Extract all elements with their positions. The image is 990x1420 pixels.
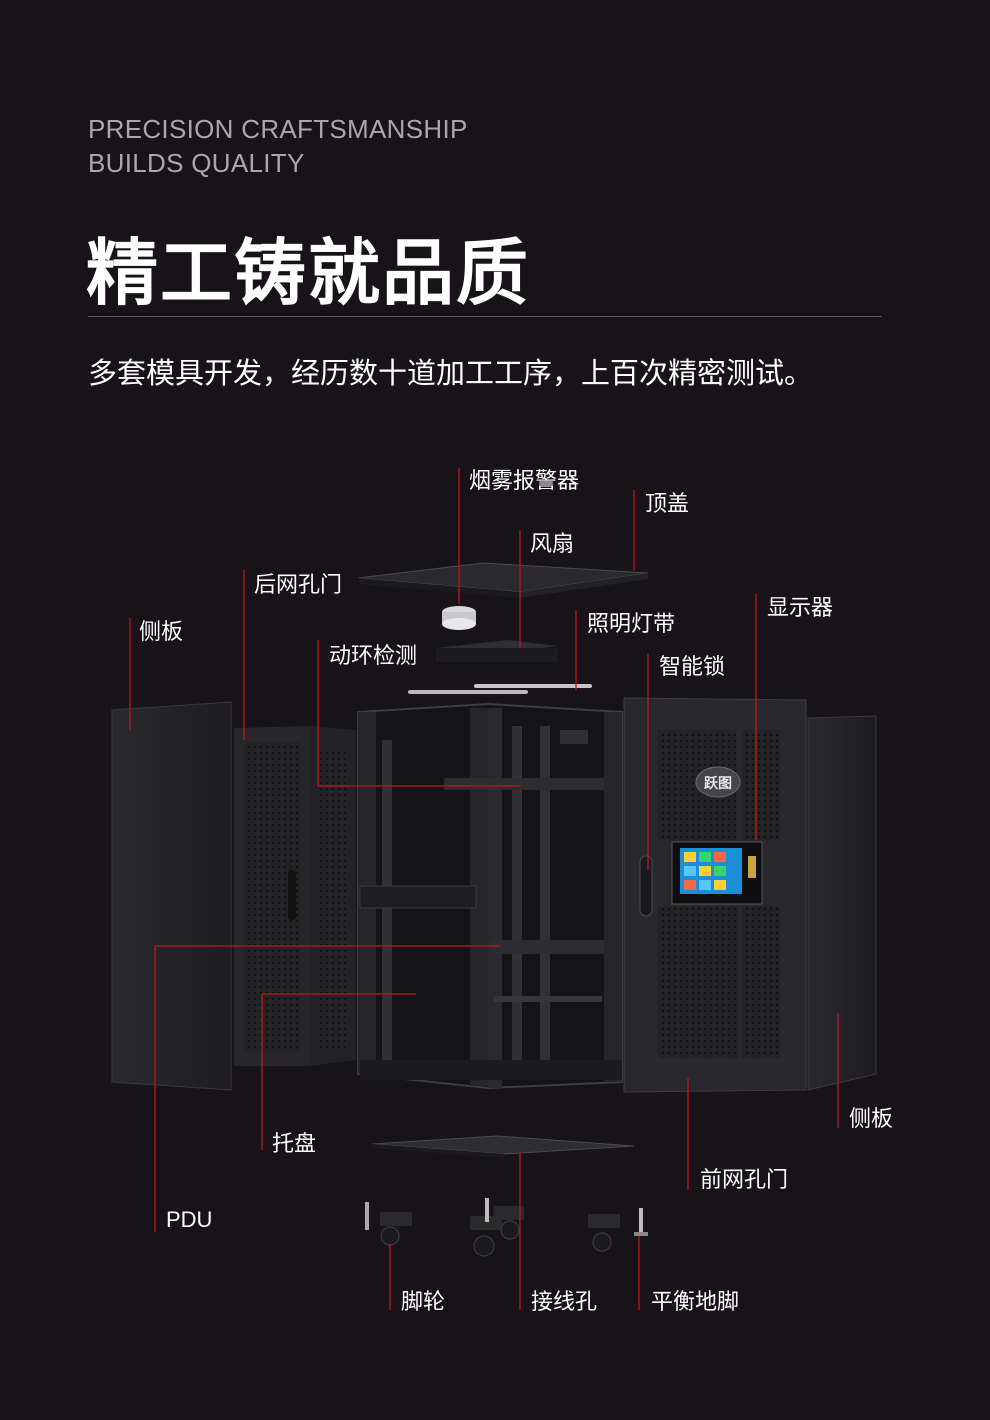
eyebrow-line-1: PRECISION CRAFTSMANSHIP — [88, 114, 468, 144]
page-title: 精工铸就品质 — [86, 231, 531, 315]
label-env-monitor: 动环检测 — [329, 644, 418, 669]
light-strips — [408, 684, 592, 694]
brand-badge: 跃图 — [704, 776, 732, 792]
label-display: 显示器 — [767, 596, 834, 621]
label-leveling-feet: 平衡地脚 — [651, 1290, 740, 1315]
label-side-panel-left: 侧板 — [139, 620, 184, 645]
label-smoke-alarm: 烟雾报警器 — [469, 469, 580, 494]
label-fan: 风扇 — [530, 532, 575, 557]
front-mesh-door: 跃图 — [623, 697, 807, 1093]
bottom-tray — [371, 1135, 635, 1158]
smoke-detector — [442, 606, 476, 630]
label-casters: 脚轮 — [401, 1290, 446, 1315]
label-cable-hole: 接线孔 — [531, 1290, 598, 1315]
casters — [365, 1202, 620, 1257]
eyebrow-text: PRECISION CRAFTSMANSHIP BUILDS QUALITY — [88, 112, 468, 180]
top-cover — [357, 562, 649, 598]
leader-lines — [129, 468, 839, 1310]
eyebrow-line-2: BUILDS QUALITY — [88, 148, 305, 178]
left-side-panel — [111, 701, 232, 1091]
label-front-mesh-door: 前网孔门 — [700, 1168, 789, 1193]
right-side-panel — [807, 715, 877, 1091]
page-subtitle: 多套模具开发，经历数十道加工工序，上百次精密测试。 — [88, 356, 814, 390]
leveling-feet — [485, 1198, 648, 1236]
label-top-cover: 顶盖 — [645, 492, 690, 517]
label-side-panel-right: 侧板 — [849, 1107, 894, 1132]
fan-unit — [436, 640, 558, 662]
rear-mesh-door — [234, 726, 356, 1066]
divider — [88, 316, 882, 317]
cabinet-frame — [357, 702, 623, 1090]
label-pdu: PDU — [166, 1207, 213, 1232]
label-tray: 托盘 — [272, 1132, 317, 1157]
cabinet-exploded-diagram: 跃图 — [111, 468, 877, 1310]
label-rear-mesh-door: 后网孔门 — [254, 573, 343, 598]
label-smart-lock: 智能锁 — [659, 655, 726, 680]
label-lighting-strip: 照明灯带 — [587, 612, 676, 637]
